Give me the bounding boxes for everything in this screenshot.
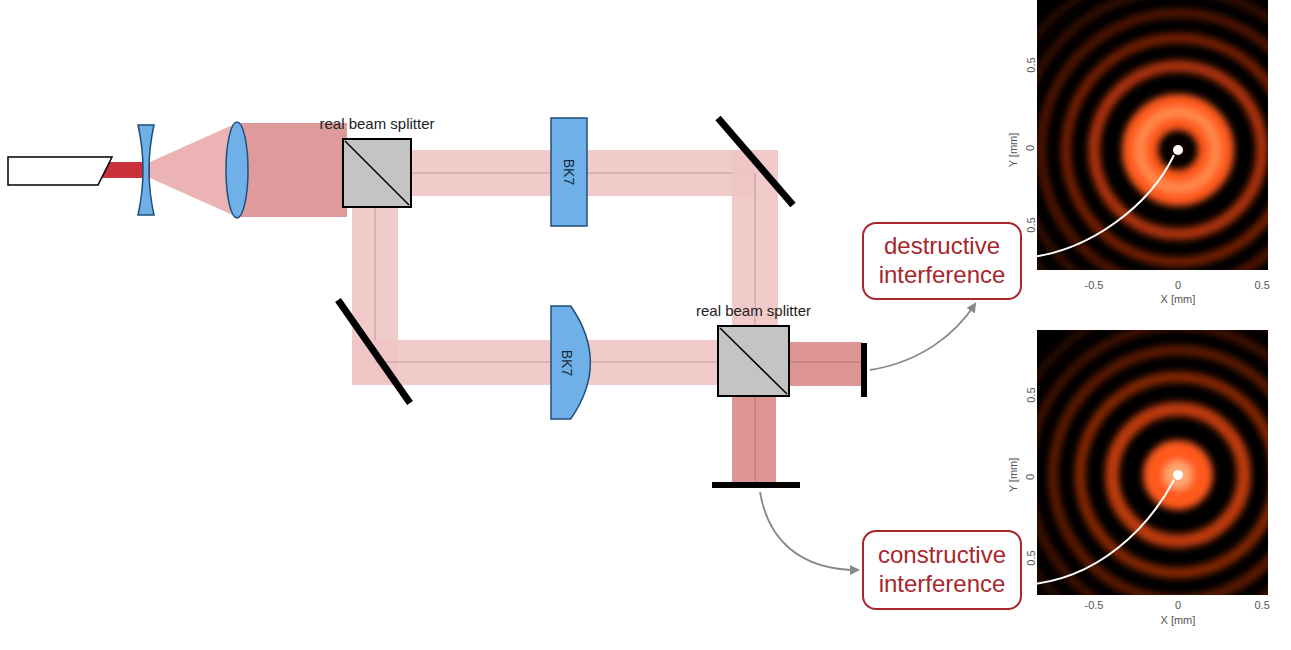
glass-plate: BK7 [550,117,588,227]
axis-title: Y [mm] [1007,133,1019,168]
callout-text: destructive interference [874,232,1010,290]
collimated-beam [237,123,347,217]
mirror [718,118,793,205]
axis-tick: 0 [1175,599,1181,611]
axis-tick: -0.5 [1085,599,1104,611]
interference-plot [1037,330,1268,595]
leader-line [1024,480,1174,585]
axis-title: Y [mm] [1007,458,1019,493]
output-beam [732,397,776,483]
marker-dot [1173,145,1183,155]
axis-tick: 0.5 [1024,57,1036,72]
axis-tick: 0.5 [1255,599,1270,611]
laser-source [8,157,112,185]
cube-outline [342,138,412,208]
output-beam [790,342,862,386]
axis-tick: 0.5 [1024,550,1036,565]
detector [712,482,800,488]
axis-tick: 0.5 [1024,217,1036,232]
callout-box: destructive interference [862,222,1022,300]
detector [861,343,867,397]
component-label: real beam splitter [696,302,811,319]
axis-tick: 0 [1024,474,1036,480]
axis-title: X [mm] [1161,293,1196,305]
material-label: BK7 [561,159,577,185]
callout-text: constructive interference [874,541,1010,599]
axis-tick: 0.5 [1255,279,1270,291]
converging-lens [226,122,248,218]
cube-outline [717,325,790,397]
leader-line [1024,155,1174,258]
pointer-arrow [870,304,975,370]
marker-dot [1173,470,1183,480]
beam-splitter: real beam splitter [717,325,790,397]
beam-splitter: real beam splitter [342,138,412,208]
expanding-beam [150,123,237,217]
axis-tick: 0.5 [1024,387,1036,402]
pointer-arrow [760,492,858,570]
lower-beam [352,340,722,385]
interference-plot [1037,0,1268,270]
axis-tick: -0.5 [1085,279,1104,291]
axis-tick: 0 [1024,145,1036,151]
plano-convex-lens: BK7 [550,305,596,420]
callout-box: constructive interference [862,530,1022,610]
component-label: real beam splitter [319,115,434,132]
mirror [338,300,410,403]
axis-title: X [mm] [1161,614,1196,626]
material-label: BK7 [559,349,575,375]
axis-tick: 0 [1175,279,1181,291]
diverging-lens [138,125,154,215]
